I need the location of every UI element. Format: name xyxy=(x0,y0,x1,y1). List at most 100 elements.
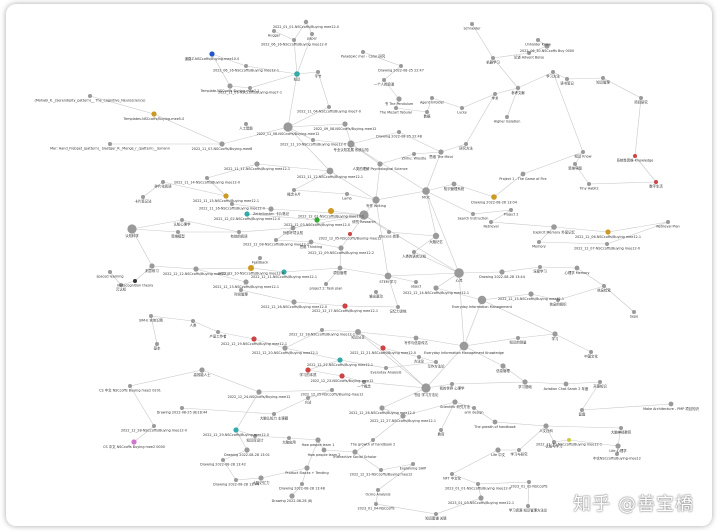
graph-node[interactable] xyxy=(272,412,276,416)
graph-node[interactable] xyxy=(283,122,293,132)
graph-node[interactable] xyxy=(413,335,419,341)
graph-node[interactable] xyxy=(216,330,220,334)
graph-node[interactable] xyxy=(551,224,557,230)
graph-node[interactable] xyxy=(489,220,493,224)
graph-node[interactable] xyxy=(499,269,505,275)
graph-node[interactable] xyxy=(396,96,402,102)
graph-node[interactable] xyxy=(421,383,431,393)
graph-node[interactable] xyxy=(209,51,215,57)
graph-node[interactable] xyxy=(244,211,250,217)
graph-node[interactable] xyxy=(470,22,474,26)
graph-node[interactable] xyxy=(330,388,334,392)
graph-node[interactable] xyxy=(452,399,458,405)
graph-node[interactable] xyxy=(526,504,530,508)
graph-node[interactable] xyxy=(439,428,443,432)
graph-node[interactable] xyxy=(414,280,418,284)
graph-node[interactable] xyxy=(337,357,343,363)
graph-node[interactable] xyxy=(493,92,497,96)
graph-node[interactable] xyxy=(244,122,248,126)
graph-node[interactable] xyxy=(345,192,349,196)
graph-node[interactable] xyxy=(258,256,262,260)
graph-node[interactable] xyxy=(108,142,112,146)
graph-node[interactable] xyxy=(314,217,320,223)
graph-node[interactable] xyxy=(234,478,238,482)
graph-node[interactable] xyxy=(342,303,348,309)
graph-node[interactable] xyxy=(291,299,297,305)
graph-node[interactable] xyxy=(387,230,391,234)
graph-node[interactable] xyxy=(227,83,233,89)
graph-node[interactable] xyxy=(292,188,296,192)
graph-node[interactable] xyxy=(459,341,469,351)
graph-node[interactable] xyxy=(253,434,257,438)
graph-node[interactable] xyxy=(536,38,540,42)
graph-node[interactable] xyxy=(505,115,509,119)
graph-node[interactable] xyxy=(477,295,487,305)
graph-node[interactable] xyxy=(348,232,352,236)
graph-node[interactable] xyxy=(384,272,392,280)
graph-node[interactable] xyxy=(199,367,205,373)
graph-node[interactable] xyxy=(352,449,358,455)
graph-node[interactable] xyxy=(372,196,380,204)
graph-node[interactable] xyxy=(633,154,637,158)
graph-node[interactable] xyxy=(320,328,324,332)
graph-node[interactable] xyxy=(639,96,643,100)
graph-node[interactable] xyxy=(605,242,609,246)
graph-node[interactable] xyxy=(274,238,278,242)
graph-node[interactable] xyxy=(668,401,674,407)
graph-node[interactable] xyxy=(399,64,403,68)
graph-node[interactable] xyxy=(191,319,195,323)
graph-node[interactable] xyxy=(422,187,430,195)
graph-node[interactable] xyxy=(580,408,584,412)
graph-node[interactable] xyxy=(339,373,345,379)
graph-node[interactable] xyxy=(438,149,444,155)
graph-node[interactable] xyxy=(379,468,383,472)
graph-node[interactable] xyxy=(619,426,623,430)
graph-node[interactable] xyxy=(602,284,606,288)
graph-node[interactable] xyxy=(471,212,475,216)
graph-node[interactable] xyxy=(324,282,328,286)
graph-node[interactable] xyxy=(361,50,365,54)
graph-node[interactable] xyxy=(327,105,331,109)
graph-node[interactable] xyxy=(517,448,521,452)
graph-node[interactable] xyxy=(425,110,429,114)
graph-node[interactable] xyxy=(384,366,388,370)
graph-node[interactable] xyxy=(161,180,165,184)
graph-node[interactable] xyxy=(272,29,276,33)
graph-node[interactable] xyxy=(326,167,334,175)
graph-node[interactable] xyxy=(552,331,558,337)
graph-node[interactable] xyxy=(141,195,145,199)
graph-node[interactable] xyxy=(605,229,611,235)
graph-node[interactable] xyxy=(337,265,343,271)
graph-node[interactable] xyxy=(149,263,155,269)
graph-node[interactable] xyxy=(460,106,464,110)
graph-node[interactable] xyxy=(464,142,468,146)
graph-node[interactable] xyxy=(495,447,501,453)
graph-node[interactable] xyxy=(478,495,484,501)
graph-node[interactable] xyxy=(377,161,383,167)
graph-node[interactable] xyxy=(239,288,243,292)
graph-node[interactable] xyxy=(492,419,498,425)
graph-node[interactable] xyxy=(451,181,457,187)
graph-node[interactable] xyxy=(509,208,513,212)
graph-node[interactable] xyxy=(254,161,260,167)
graph-node[interactable] xyxy=(305,367,311,373)
graph-node[interactable] xyxy=(362,380,366,384)
graph-node[interactable] xyxy=(412,250,416,254)
graph-node[interactable] xyxy=(219,141,225,147)
graph-node[interactable] xyxy=(294,71,300,77)
graph-node[interactable] xyxy=(233,427,239,433)
graph-node[interactable] xyxy=(454,268,464,278)
graph-node[interactable] xyxy=(476,482,480,486)
graph-node[interactable] xyxy=(491,194,497,200)
graph-node[interactable] xyxy=(544,43,550,49)
graph-node[interactable] xyxy=(396,305,400,309)
graph-node[interactable] xyxy=(300,482,304,486)
graph-node[interactable] xyxy=(287,436,291,440)
graph-node[interactable] xyxy=(615,443,621,449)
graph-node[interactable] xyxy=(552,440,556,444)
graph-node[interactable] xyxy=(382,78,386,82)
graph-node[interactable] xyxy=(522,379,528,385)
graph-node[interactable] xyxy=(316,70,320,74)
graph-node[interactable] xyxy=(310,32,314,36)
graph-node[interactable] xyxy=(237,230,241,234)
